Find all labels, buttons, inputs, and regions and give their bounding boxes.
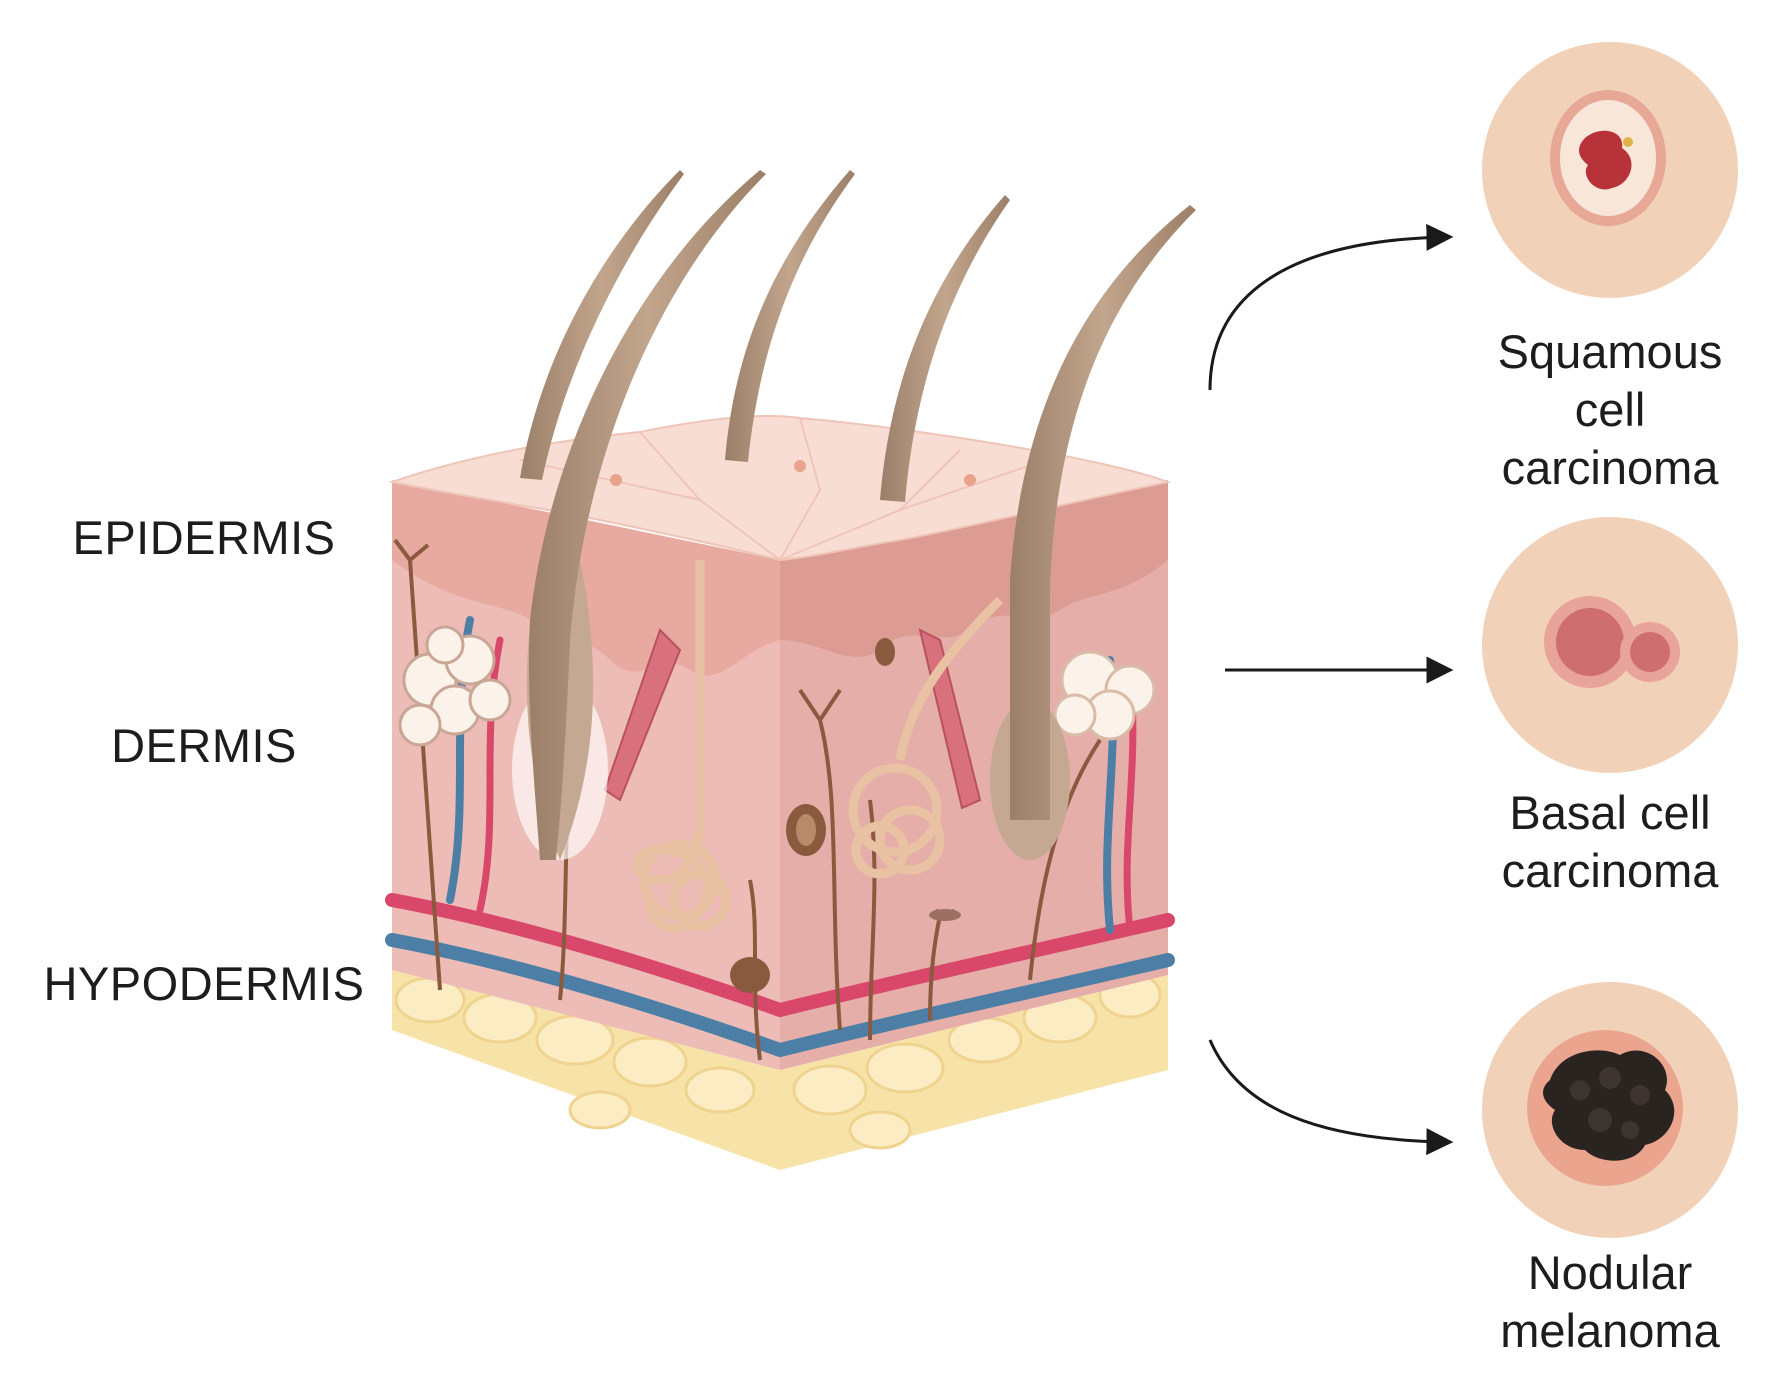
- label-dermis: DERMIS: [111, 719, 297, 772]
- sweat-glands: [633, 560, 1004, 933]
- sensory-receptors: [730, 638, 961, 993]
- arrow-to-squamous: [1208, 223, 1454, 391]
- hairs: [520, 170, 1196, 860]
- lesion-melanoma: [1482, 982, 1738, 1238]
- label-basal-cell-carcinoma: Basal cell carcinoma: [1501, 786, 1719, 897]
- arrow-to-melanoma: [1208, 1039, 1454, 1156]
- fat-lobules: [394, 971, 1162, 1150]
- lesion-squamous: [1482, 42, 1738, 298]
- arrows: [1208, 223, 1454, 1156]
- label-epidermis: EPIDERMIS: [72, 511, 336, 564]
- label-squamous-cell-carcinoma: Squamous cell carcinoma: [1497, 325, 1723, 494]
- sebaceous-gland-left: [398, 625, 512, 747]
- label-nodular-melanoma: Nodular melanoma: [1500, 1246, 1720, 1357]
- label-hypodermis: HYPODERMIS: [43, 957, 365, 1010]
- sebaceous-gland-right: [1053, 650, 1156, 741]
- lesion-basal: [1482, 517, 1738, 773]
- skin-block: [385, 170, 1196, 1170]
- epidermis-right-band: [780, 480, 1168, 657]
- epidermis-left-band: [392, 480, 780, 676]
